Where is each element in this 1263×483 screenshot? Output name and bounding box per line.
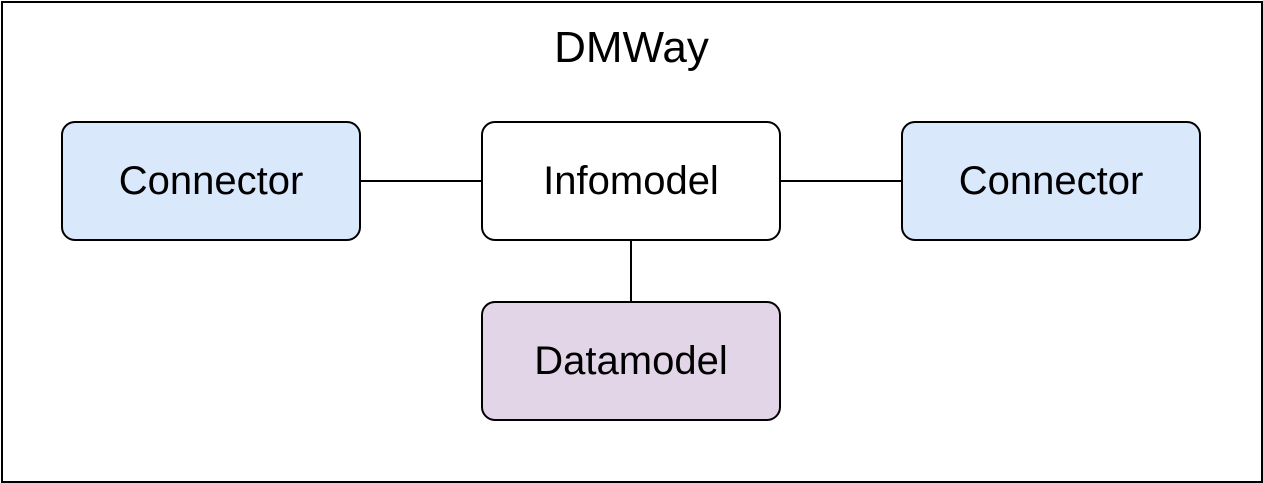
- connector-right-label: Connector: [958, 158, 1144, 203]
- connector-left-label: Connector: [118, 158, 304, 203]
- infomodel-node: Infomodel: [481, 121, 781, 241]
- infomodel-label: Infomodel: [543, 158, 719, 203]
- datamodel-label: Datamodel: [534, 338, 728, 383]
- connector-left-node: Connector: [61, 121, 361, 241]
- diagram-title: DMWay: [554, 23, 709, 72]
- datamodel-node: Datamodel: [481, 301, 781, 421]
- connector-right-node: Connector: [901, 121, 1201, 241]
